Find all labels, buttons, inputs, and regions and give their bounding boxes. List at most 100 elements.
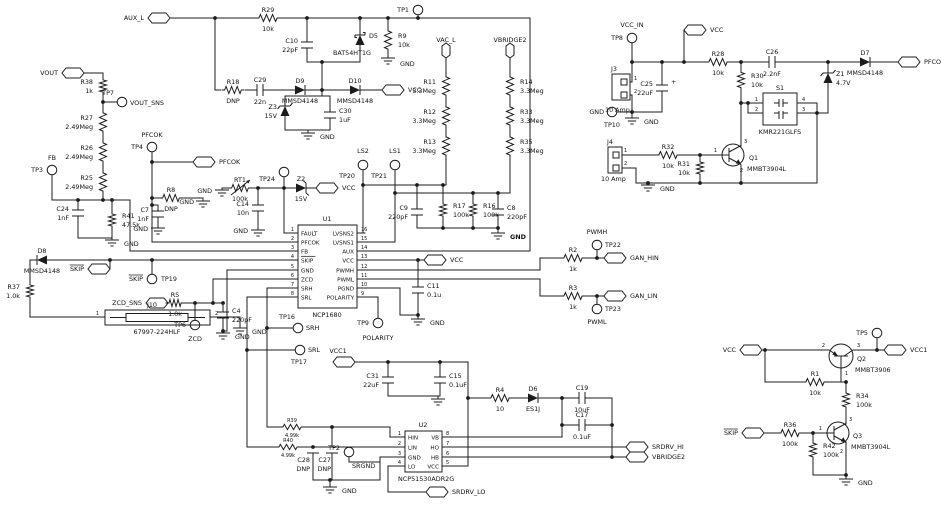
ic-U2-pin-VB: VB bbox=[431, 435, 439, 441]
resistor-R12-value: 3.3Meg bbox=[412, 117, 436, 125]
port-SKIP-label: SKIP bbox=[70, 265, 84, 273]
testpoint-TP20-label: TP20 bbox=[338, 172, 355, 180]
ic-U1-pinnum: 5 bbox=[291, 264, 294, 270]
port-VCC: VCC bbox=[315, 182, 356, 194]
resistor-R30-ref: R30 bbox=[751, 72, 764, 80]
capacitor-C31-value: 22uF bbox=[363, 381, 379, 389]
ic-U2-pinnum: 4 bbox=[398, 460, 401, 466]
port-VCC1: VCC1 bbox=[329, 347, 356, 368]
testpoint-TP23-label: TP23 bbox=[604, 305, 621, 313]
testpoint-TP2-label: SRGND bbox=[352, 462, 375, 470]
testpoint-circle-icon bbox=[606, 106, 618, 118]
port-PFCOK-label: PFCOK bbox=[219, 158, 241, 166]
port-VCC: VCC bbox=[423, 254, 464, 266]
transistor-Q3-pin: 1 bbox=[819, 426, 822, 432]
capacitor-C29-value: 22n bbox=[254, 98, 266, 106]
ic-U1-pin-SRH: SRH bbox=[301, 286, 313, 292]
module-S1-pinnum: 3 bbox=[802, 107, 805, 113]
capacitor-C27-ref: C27 bbox=[318, 456, 331, 464]
capacitor-C4-ref: C4 bbox=[232, 307, 241, 315]
resistor-R8-ref: R8 bbox=[167, 186, 176, 194]
ic-U1-pinnum: 12 bbox=[361, 264, 367, 270]
testpoint-TP19-label: TP19 bbox=[160, 275, 177, 283]
testpoint-TP24: TP24 bbox=[258, 166, 290, 183]
testpoint-circle-icon bbox=[343, 446, 355, 458]
junction-dot bbox=[213, 16, 217, 20]
resistor-R32-ref: R32 bbox=[662, 143, 675, 151]
resistor-R25-value: 2.49Meg bbox=[65, 183, 93, 191]
ic-U1-pin-POLARITY: POLARITY bbox=[327, 295, 355, 301]
ic-U1-pin-SRL: SRL bbox=[301, 295, 312, 301]
resistor-R39-ref: R39 bbox=[287, 418, 297, 424]
capacitor-C24-value: 1nF bbox=[57, 214, 69, 222]
port-PFCOK: PFCOK bbox=[897, 56, 941, 68]
junction-dot bbox=[386, 360, 390, 364]
port-flag-icon bbox=[145, 297, 169, 309]
diode-D9-value: MMSD4148 bbox=[282, 97, 318, 105]
testpoint-TP19-label: SKIP bbox=[129, 275, 143, 283]
ic-U1-pinnum: 9 bbox=[361, 291, 364, 297]
ic-U1-pinnum: 3 bbox=[291, 245, 294, 251]
resistor-R5-ref: R5 bbox=[171, 291, 180, 299]
capacitor-C29-ref: C29 bbox=[254, 76, 267, 84]
capacitor-C9-value: 220pF bbox=[388, 213, 408, 221]
junction-dot bbox=[438, 360, 442, 364]
capacitor-C7-ref: C7 bbox=[140, 206, 149, 214]
ground-label: GND bbox=[858, 479, 873, 487]
capacitor-C19-ref: C19 bbox=[576, 384, 589, 392]
junction-dot bbox=[811, 431, 815, 435]
ic-U1-pinnum: 4 bbox=[291, 254, 294, 260]
resistor-R42-value: 100k bbox=[823, 451, 839, 459]
ic-U1-pinnum: 15 bbox=[361, 236, 367, 242]
ground-label: GND bbox=[233, 227, 248, 235]
ic-U2-pin-HB: HB bbox=[431, 455, 439, 461]
diode-D9-ref: D9 bbox=[296, 77, 305, 85]
module-J10-pinnum: 2 bbox=[215, 311, 218, 317]
port-flag-icon bbox=[423, 254, 447, 266]
ground-symbol: GND bbox=[491, 232, 526, 241]
capacitor-C17-ref: C17 bbox=[576, 411, 589, 419]
junction-dot bbox=[211, 301, 215, 305]
diode-Z1-value: 4.7V bbox=[836, 79, 851, 87]
ground-icon bbox=[233, 327, 247, 335]
module-J4-ref: J4 bbox=[606, 138, 613, 146]
junction-dot bbox=[496, 226, 500, 230]
resistor-R35-value: 3.3Meg bbox=[520, 147, 544, 155]
resistor-R2-value: 1k bbox=[569, 265, 577, 273]
resistor-R1-value: 10k bbox=[809, 389, 821, 397]
ground-symbol: GND bbox=[323, 486, 357, 495]
diode-D7-ref: D7 bbox=[861, 49, 870, 57]
capacitor-C30-value: 1uF bbox=[339, 116, 351, 124]
ic-U2-pinnum: 7 bbox=[446, 441, 449, 447]
junction-dot bbox=[682, 60, 686, 64]
ic-U1-pin-FAULT: FAULT bbox=[301, 231, 318, 237]
junction-dot bbox=[698, 153, 702, 157]
resistor-R40-value: 4.99k bbox=[281, 453, 295, 459]
ground-icon bbox=[216, 332, 230, 340]
port-VCC-label: VCC bbox=[342, 184, 356, 192]
capacitor-C26-ref: C26 bbox=[766, 48, 779, 56]
junction-dot bbox=[610, 423, 614, 427]
transistor-Q2-ref: Q2 bbox=[857, 355, 866, 363]
junction-dot bbox=[221, 301, 225, 305]
testpoint-TP8-label: VCC_IN bbox=[620, 21, 643, 29]
resistor-R17-ref: R17 bbox=[453, 202, 466, 210]
ic-U2-ref: U2 bbox=[419, 421, 428, 429]
ground-label: GND bbox=[252, 328, 267, 336]
